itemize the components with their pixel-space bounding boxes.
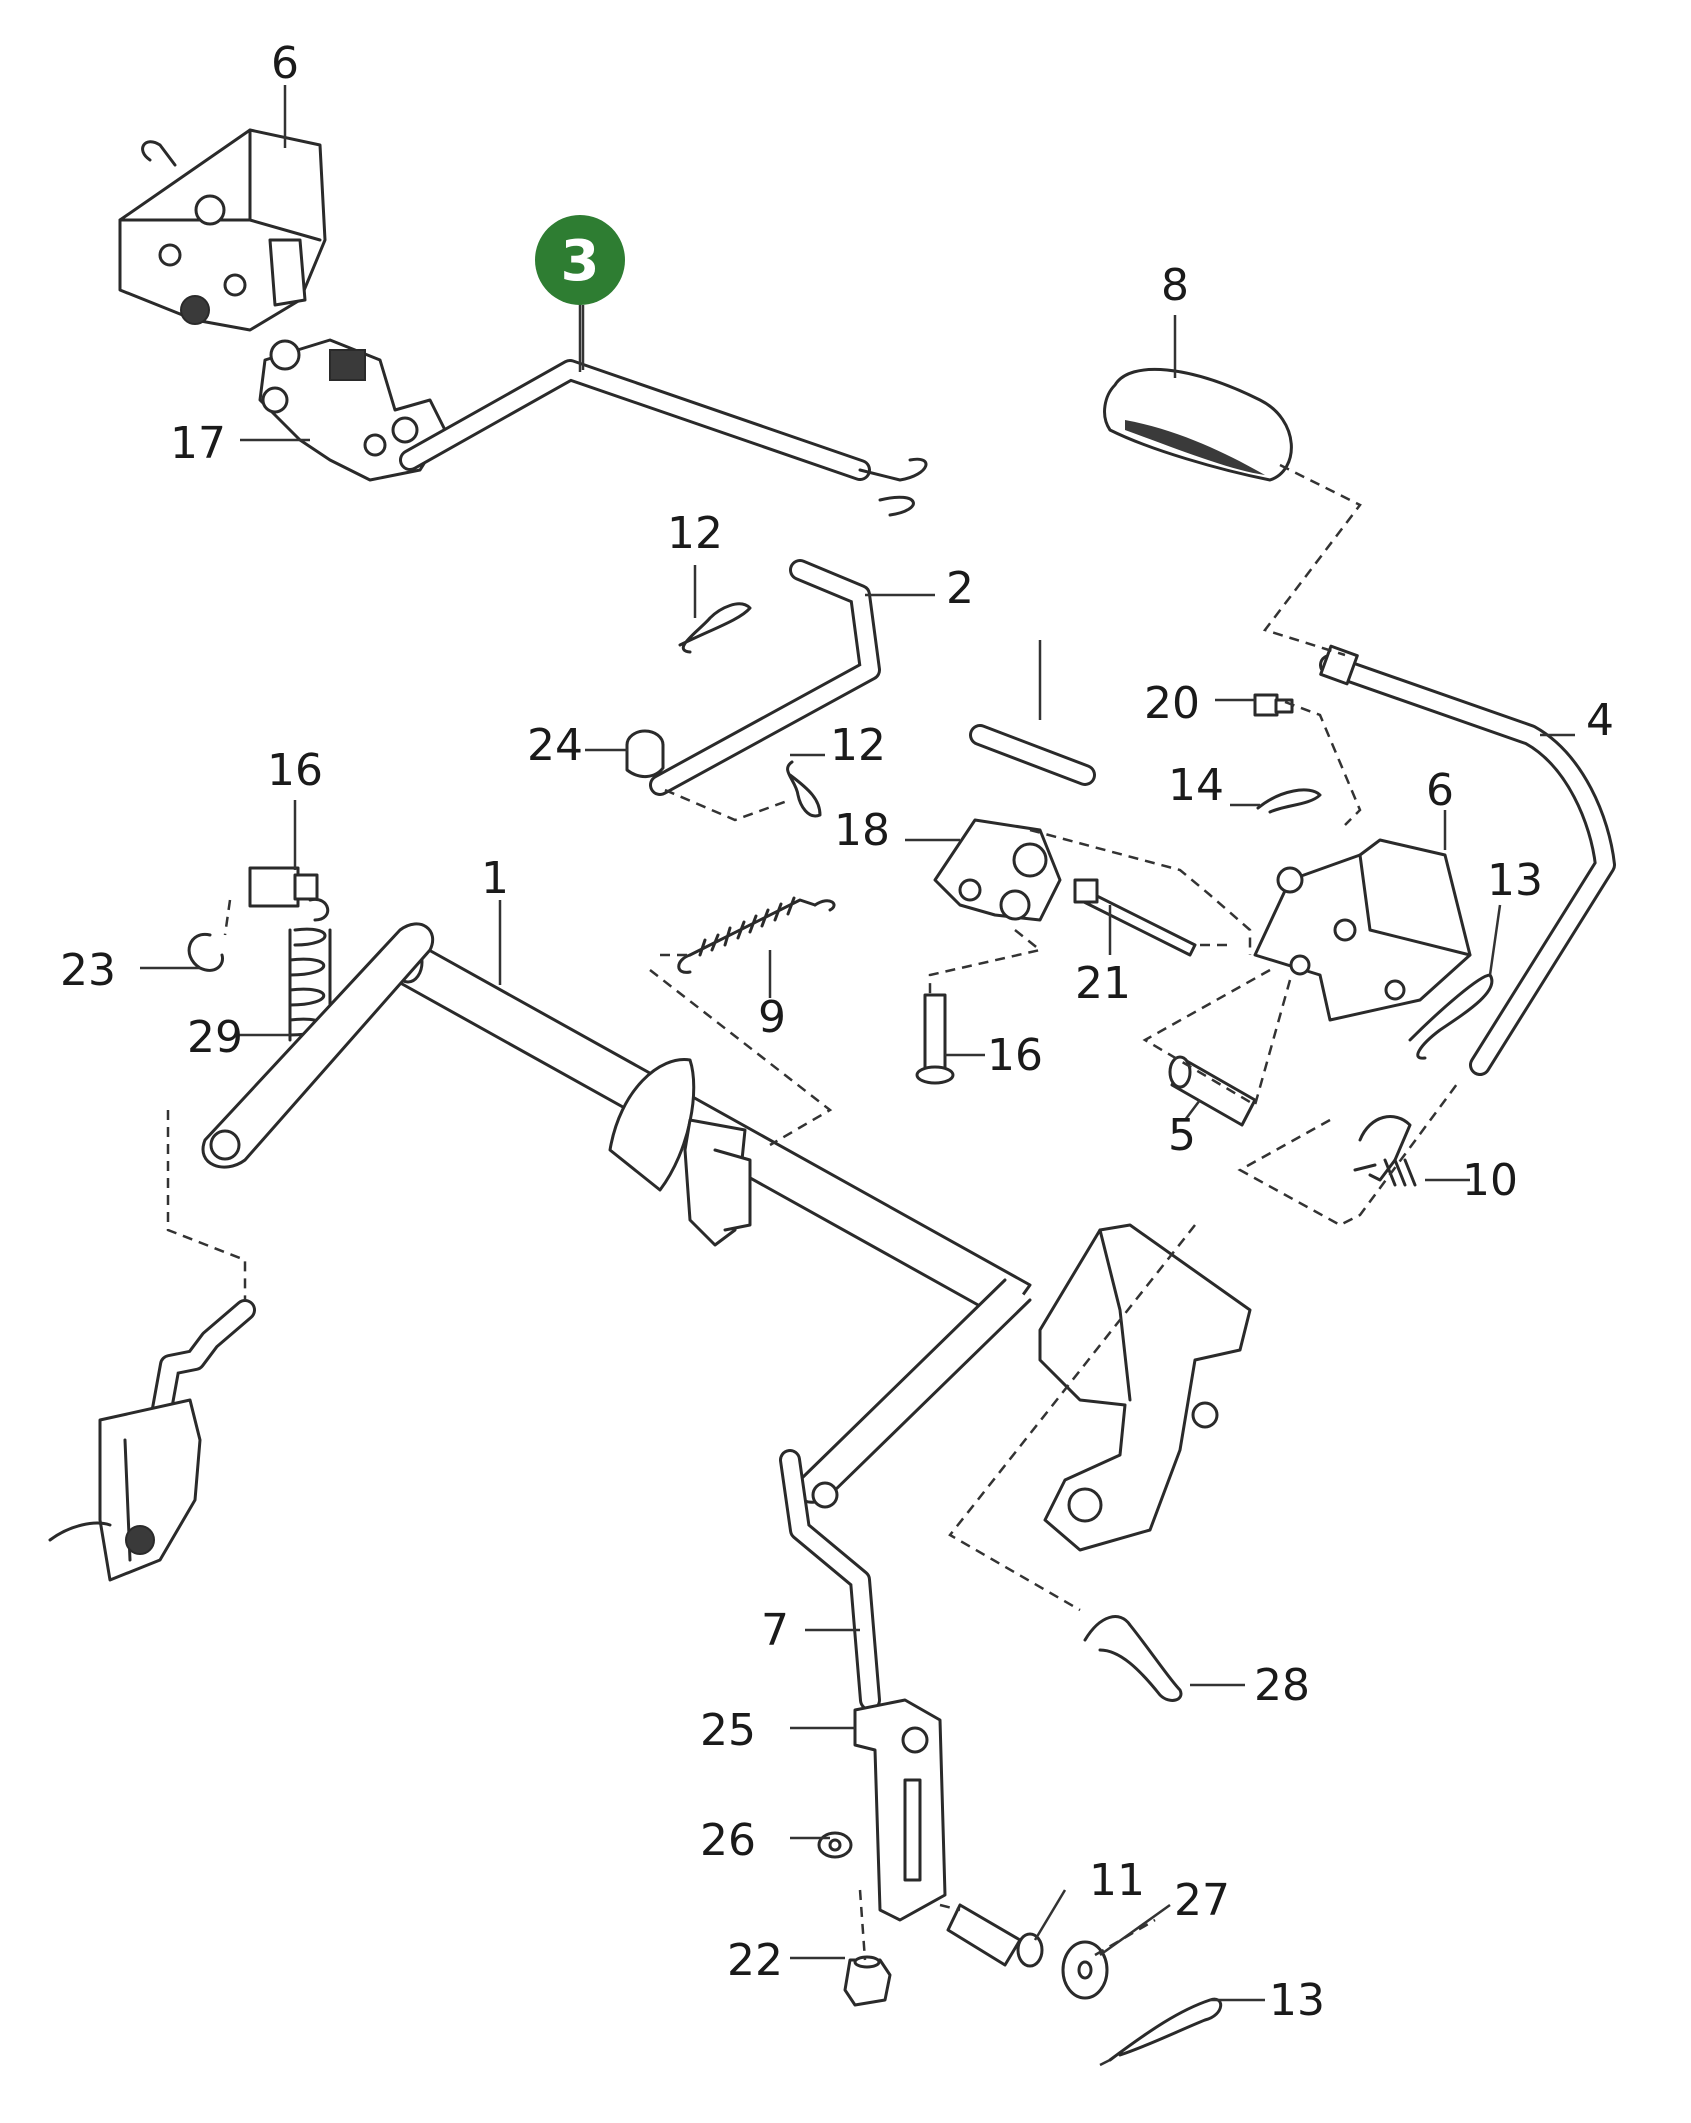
clip-23 xyxy=(187,932,225,972)
washer-27 xyxy=(1061,1940,1109,2000)
callout-label: 1 xyxy=(481,853,509,904)
clip-14 xyxy=(1256,788,1322,814)
callout-label: 27 xyxy=(1174,1875,1230,1926)
callout-label: 12 xyxy=(830,720,886,771)
handle-rod-4 xyxy=(1319,644,1616,1076)
callout-label: 7 xyxy=(761,1605,789,1656)
callout-label: 10 xyxy=(1462,1155,1518,1206)
callout-label: 5 xyxy=(1168,1110,1196,1161)
quadrant-plate xyxy=(608,1058,752,1247)
callout-label: 20 xyxy=(1144,678,1200,729)
rod-7 xyxy=(779,1449,881,1711)
highlight-badge[interactable]: 3 xyxy=(535,215,625,372)
nut-16-top xyxy=(248,866,319,908)
bracket-6-right xyxy=(1253,838,1472,1022)
bracket-6-top xyxy=(118,128,327,332)
knob-24 xyxy=(625,729,665,778)
callout-label: 17 xyxy=(170,418,226,469)
bracket-17 xyxy=(258,338,447,482)
spring-9 xyxy=(677,896,836,974)
clip-12-lower xyxy=(786,760,822,818)
callout-label: 13 xyxy=(1269,1975,1325,2026)
callout-label: 13 xyxy=(1487,855,1543,906)
shaft-1 xyxy=(201,922,1032,1509)
leader-lines xyxy=(140,85,1575,2002)
clip-28 xyxy=(1083,1615,1183,1702)
callout-label: 22 xyxy=(727,1935,783,1986)
callout-label: 9 xyxy=(758,992,786,1043)
bolt-21 xyxy=(1073,878,1197,957)
rod-3 xyxy=(399,359,928,517)
assembly-lines xyxy=(166,463,1462,2067)
callout-label: 29 xyxy=(187,1012,243,1063)
callout-label: 14 xyxy=(1168,760,1224,811)
callout-label: 26 xyxy=(700,1815,756,1866)
callout-label: 16 xyxy=(987,1030,1043,1081)
callout-label: 6 xyxy=(1426,765,1454,816)
callout-label: 16 xyxy=(267,745,323,796)
clip-12-upper xyxy=(678,602,752,654)
pin-top-18 xyxy=(969,724,1096,786)
callout-label: 11 xyxy=(1089,1855,1145,1906)
callout-label: 2 xyxy=(946,563,974,614)
clip-13-lower xyxy=(1108,1997,1223,2062)
callout-labels: 6 17 8 12 2 20 4 24 12 14 6 18 13 16 1 2… xyxy=(60,38,1614,2026)
callout-label: 4 xyxy=(1586,695,1614,746)
callout-label: 21 xyxy=(1075,958,1131,1009)
spring-10 xyxy=(1353,1115,1417,1187)
callout-label: 24 xyxy=(527,720,583,771)
bracket-18 xyxy=(933,818,1062,922)
callout-label: 18 xyxy=(834,805,890,856)
pin-11 xyxy=(946,1903,1044,1968)
callout-label: 12 xyxy=(667,508,723,559)
nut-26 xyxy=(817,1831,853,1859)
highlight-badge-circle xyxy=(535,215,625,305)
clip-13-upper xyxy=(1408,973,1494,1060)
callout-label: 25 xyxy=(700,1705,756,1756)
rod-2 xyxy=(649,559,881,796)
bolt-20 xyxy=(1253,693,1294,717)
callout-label: 23 xyxy=(60,945,116,996)
mounting-bracket-right xyxy=(1038,1223,1252,1552)
handle-grip-8 xyxy=(1103,367,1293,482)
nut-22 xyxy=(843,1955,892,2007)
bracket-25 xyxy=(853,1698,947,1922)
pin-16-middle xyxy=(915,993,955,1085)
callout-label: 6 xyxy=(271,38,299,89)
highlight-badge-number: 3 xyxy=(561,229,600,294)
callout-label: 8 xyxy=(1161,260,1189,311)
callout-label: 28 xyxy=(1254,1660,1310,1711)
linkage-left xyxy=(48,1299,256,1582)
